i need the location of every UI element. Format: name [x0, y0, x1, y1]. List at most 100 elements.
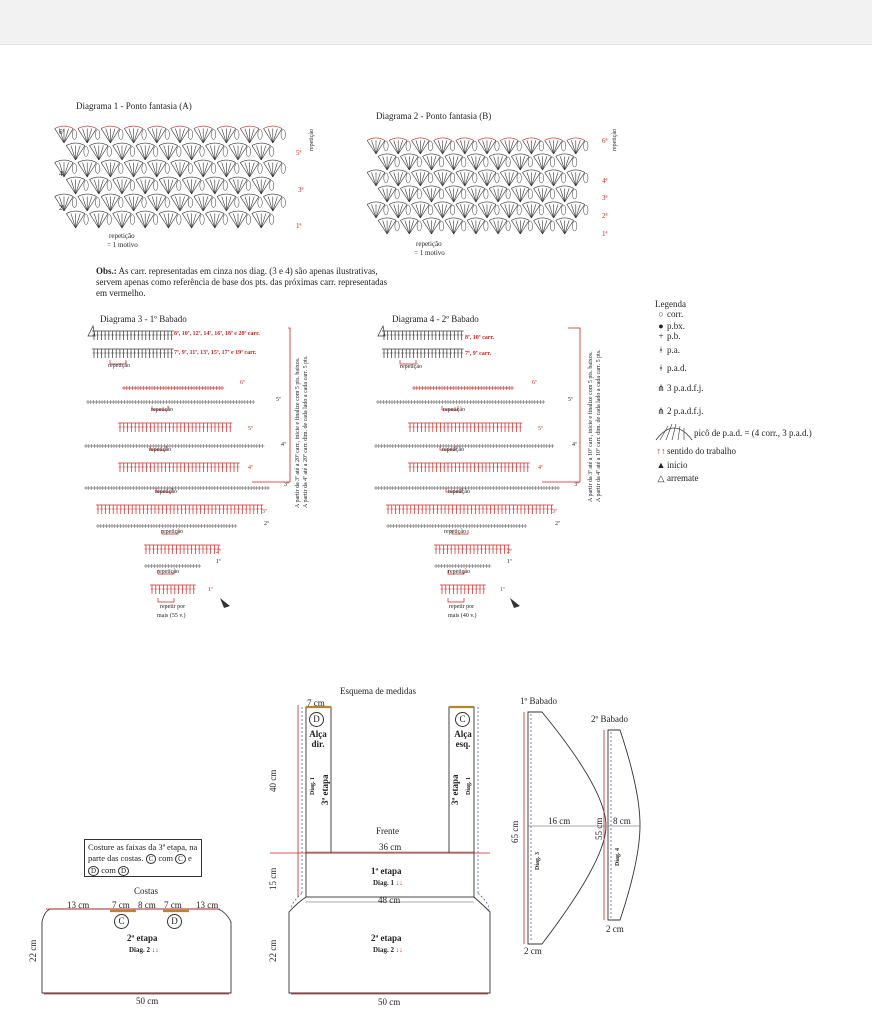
cluster-stitch: [83, 214, 89, 225]
treble-stitch: [175, 128, 181, 144]
chain-arc: [112, 176, 132, 180]
treble-stitch: [377, 188, 388, 203]
ruffle2-bottom: 2 cm: [606, 924, 624, 934]
treble-stitch: [486, 172, 492, 187]
repeat-bracket: [447, 570, 465, 575]
fan-stitch-group: [477, 201, 497, 219]
repeat-bracket: [157, 570, 175, 575]
strap-right-diag1: Diag. 1: [310, 777, 316, 795]
fan-stitch-group: [511, 217, 530, 235]
cluster-stitch: [164, 197, 170, 208]
treble-stitch: [267, 196, 274, 212]
treble-stitch: [260, 179, 271, 195]
treble-stitch: [110, 196, 120, 212]
fan-stitch-group: [124, 125, 144, 144]
treble-stitch: [267, 128, 274, 144]
treble-stitch: [508, 172, 514, 187]
treble-stitch: [409, 156, 415, 171]
treble-stitch: [267, 162, 274, 178]
fan-stitch-group: [251, 210, 271, 229]
diagram1-row-6: 6ª: [59, 128, 65, 136]
treble-stitch: [179, 196, 190, 212]
treble-stitch: [575, 172, 581, 187]
row-bracket: [542, 327, 581, 483]
fan-stitch-group: [566, 169, 585, 187]
treble-stitch: [564, 188, 570, 203]
treble-stitch: [426, 156, 432, 171]
treble-stitch: [98, 145, 109, 161]
start-icon: [510, 598, 520, 608]
treble-stitch: [98, 179, 109, 195]
treble-stitch: [409, 188, 415, 203]
cluster-stitch: [450, 140, 456, 152]
chain-arc: [422, 153, 441, 157]
finish-icon: [87, 324, 96, 337]
treble-stitch: [121, 179, 127, 195]
front-height-40: 40 cm: [268, 769, 278, 792]
chain-arc: [77, 159, 97, 163]
cluster-stitch: [494, 172, 500, 184]
cluster-stitch: [141, 163, 147, 174]
treble-stitch: [375, 204, 381, 219]
back-width-7-right: 7 cm: [164, 900, 182, 910]
chain-arc: [182, 176, 202, 180]
fan-stitch-group: [477, 137, 497, 155]
diagram4-repeat-3: repetição: [442, 447, 464, 453]
treble-stitch: [431, 220, 437, 235]
treble-stitch: [98, 145, 104, 161]
treble-stitch: [366, 140, 377, 155]
treble-stitch: [110, 162, 116, 178]
chain-arc: [544, 169, 563, 173]
treble-stitch: [244, 128, 250, 144]
diagram3-title: Diagrama 3 - 1º Babado: [100, 314, 187, 324]
chain-arc: [378, 217, 397, 221]
treble-stitch: [493, 220, 499, 235]
treble-stitch: [566, 172, 577, 187]
treble-stitch: [553, 204, 563, 219]
diagram4-row-note-bottom: 7ª, 9ª carr.: [465, 351, 492, 357]
treble-stitch: [110, 128, 116, 144]
treble-stitch: [415, 172, 421, 187]
treble-stitch: [144, 179, 155, 195]
cluster-stitch: [164, 129, 170, 140]
cluster-stitch: [405, 172, 411, 184]
chain-arc: [158, 176, 178, 180]
treble-stitch: [237, 179, 243, 195]
treble-stitch: [205, 179, 216, 195]
chain-arc: [378, 153, 397, 157]
chain-arc: [533, 185, 552, 189]
treble-stitch: [170, 128, 181, 144]
strap-left-letter: C: [455, 712, 470, 727]
treble-stitch: [542, 188, 548, 203]
ruffle2-diag4: Diag. 4: [615, 848, 621, 866]
treble-stitch: [453, 220, 463, 235]
front-stage2: 2ª etapa: [371, 933, 402, 943]
note-letter-d2: D: [117, 866, 130, 876]
treble-stitch: [520, 188, 526, 203]
treble-stitch: [464, 204, 470, 219]
treble-stitch: [526, 204, 532, 219]
cluster-stitch: [199, 146, 205, 157]
strap-right-stage3: 3ª etapa: [320, 774, 330, 805]
cluster-stitch: [245, 214, 251, 225]
fan-stitch-group: [511, 153, 530, 171]
treble-stitch: [375, 172, 386, 187]
treble-stitch: [526, 140, 532, 155]
fan-stitch-group: [240, 193, 260, 212]
treble-stitch: [382, 156, 388, 171]
chain-arc: [100, 159, 120, 163]
treble-stitch: [522, 204, 532, 219]
treble-stitch: [75, 179, 81, 195]
treble-stitch: [272, 128, 278, 144]
cluster-stitch: [538, 172, 544, 184]
fan-stitch-group: [240, 159, 260, 178]
fan-stitch-group: [77, 125, 97, 144]
cluster-stitch: [439, 220, 444, 232]
treble-stitch: [168, 213, 178, 229]
treble-stitch: [117, 145, 123, 161]
treble-stitch: [63, 162, 69, 178]
strap-right-label: Alça dir.: [309, 729, 327, 749]
treble-stitch: [493, 188, 499, 203]
treble-stitch: [272, 162, 278, 178]
fan-stitch-group: [488, 185, 508, 203]
